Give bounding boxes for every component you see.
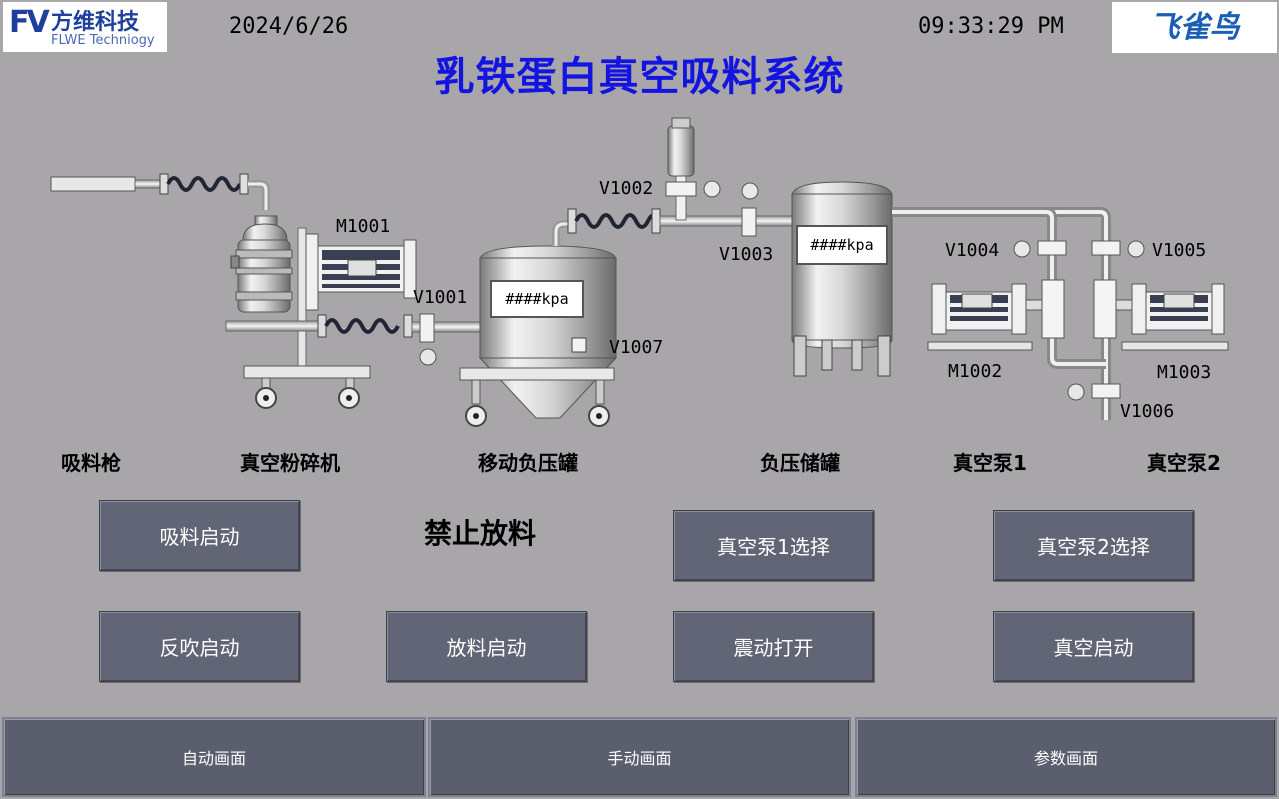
company-logo: FV 方维科技 FLWE Techniogy bbox=[3, 2, 167, 52]
process-diagram bbox=[50, 117, 1229, 427]
discharge-status-text: 禁止放料 bbox=[424, 517, 537, 550]
caption-storage-tank: 负压储罐 bbox=[760, 451, 840, 475]
tag-m1003: M1003 bbox=[1157, 362, 1212, 383]
suction-start-button[interactable]: 吸料启动 bbox=[99, 500, 300, 571]
vacuum-crusher bbox=[225, 215, 417, 409]
tag-m1001: M1001 bbox=[336, 216, 391, 237]
tag-v1006: V1006 bbox=[1120, 401, 1175, 422]
tag-v1007: V1007 bbox=[609, 337, 664, 358]
discharge-start-button[interactable]: 放料启动 bbox=[386, 611, 587, 682]
tag-v1004: V1004 bbox=[945, 240, 1000, 261]
vibration-on-button[interactable]: 震动打开 bbox=[673, 611, 874, 682]
pump-2-select-button[interactable]: 真空泵2选择 bbox=[993, 510, 1194, 581]
negative-pressure-storage-tank bbox=[791, 181, 893, 377]
vacuum-header-piping bbox=[892, 207, 1145, 420]
caption-mobile-tank: 移动负压罐 bbox=[478, 451, 578, 475]
logo-company-name: 方维科技 bbox=[51, 10, 140, 35]
date-display: 2024/6/26 bbox=[229, 14, 349, 39]
tag-v1001: V1001 bbox=[413, 287, 468, 308]
vacuum-pump-2 bbox=[1115, 283, 1229, 351]
caption-pump-1: 真空泵1 bbox=[953, 451, 1027, 475]
brand-logo: 飞雀鸟 bbox=[1112, 2, 1277, 53]
storage-tank-pressure-display: ####kpa bbox=[796, 225, 888, 265]
mobile-negative-pressure-tank bbox=[459, 220, 618, 427]
vacuum-pump-1 bbox=[927, 283, 1043, 351]
caption-pump-2: 真空泵2 bbox=[1147, 451, 1221, 475]
nav-auto-screen[interactable]: 自动画面 bbox=[2, 717, 426, 797]
crusher-to-tank-line bbox=[317, 313, 483, 366]
logo-company-english: FLWE Techniogy bbox=[51, 33, 155, 48]
caption-suction-gun: 吸料枪 bbox=[61, 451, 121, 475]
logo-mark: FV bbox=[9, 5, 50, 40]
vacuum-start-button[interactable]: 真空启动 bbox=[993, 611, 1194, 682]
tag-v1003: V1003 bbox=[719, 244, 774, 265]
nav-parameter-screen[interactable]: 参数画面 bbox=[855, 717, 1277, 797]
tag-m1002: M1002 bbox=[948, 361, 1003, 382]
page-title: 乳铁蛋白真空吸料系统 bbox=[434, 53, 845, 100]
tag-v1005: V1005 bbox=[1152, 240, 1207, 261]
suction-gun bbox=[50, 173, 270, 210]
time-display: 09:33:29 PM bbox=[918, 14, 1064, 39]
caption-vacuum-crusher: 真空粉碎机 bbox=[240, 451, 340, 475]
mobile-tank-pressure-display: ####kpa bbox=[490, 280, 584, 318]
nav-manual-screen[interactable]: 手动画面 bbox=[428, 717, 851, 797]
pump-1-select-button[interactable]: 真空泵1选择 bbox=[673, 510, 874, 581]
tag-v1002: V1002 bbox=[599, 178, 654, 199]
backblow-start-button[interactable]: 反吹启动 bbox=[99, 611, 300, 682]
tank-to-storage-line bbox=[567, 117, 793, 237]
